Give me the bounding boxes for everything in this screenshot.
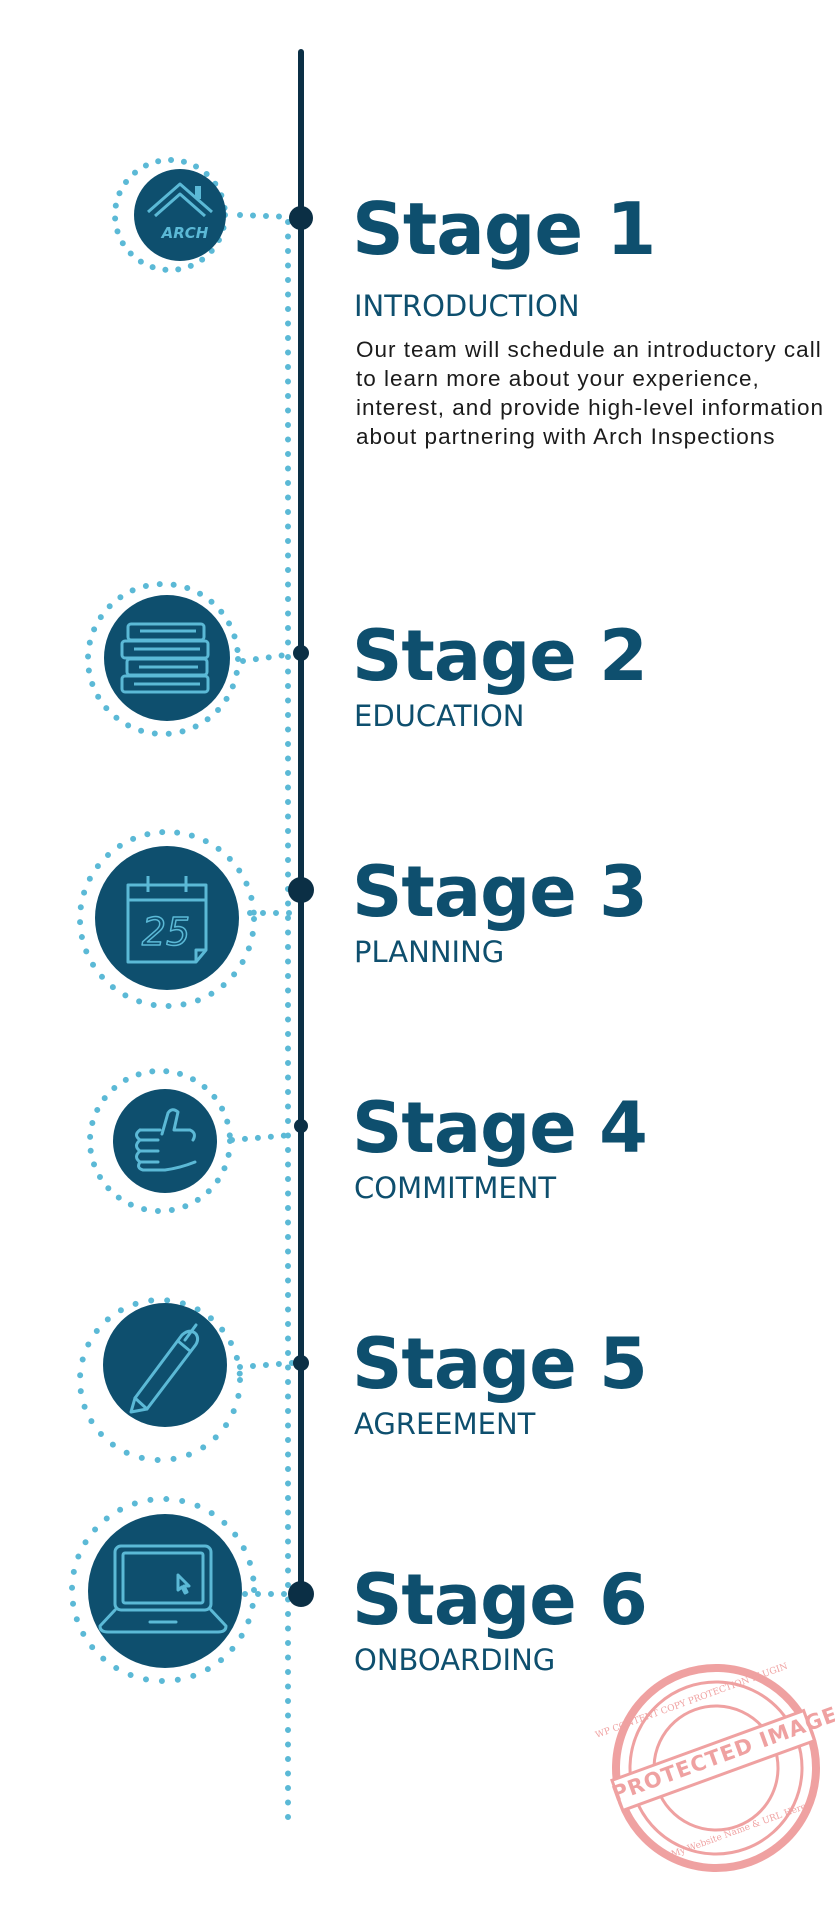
timeline-marker — [294, 1119, 308, 1133]
connector-dots — [237, 212, 295, 220]
icon-circle — [113, 1089, 217, 1193]
icon-circle — [88, 1514, 242, 1668]
connector-dots — [240, 651, 295, 664]
stage-description: Our team will schedule an introductory c… — [356, 337, 824, 449]
icon-circle — [134, 169, 226, 261]
laptop-icon — [98, 1544, 228, 1634]
stage-5-node — [77, 1297, 309, 1463]
stage-6-node — [69, 1496, 314, 1684]
pen-icon — [129, 1323, 200, 1414]
calendar-icon: 25 — [126, 876, 208, 964]
dotted-ring — [85, 581, 241, 737]
timeline-marker — [293, 645, 309, 661]
stage-title: Stage 2 — [352, 615, 648, 697]
thumbs-up-icon — [135, 1108, 197, 1172]
dotted-ring — [69, 1496, 257, 1684]
icon-circle — [103, 1303, 227, 1427]
books-icon — [120, 622, 210, 694]
dotted-ring — [77, 1297, 243, 1463]
stage-title: Stage 1 — [352, 187, 656, 271]
stage-subtitle: EDUCATION — [354, 699, 525, 733]
protected-image-stamp: WP CONTENT COPY PROTECTION PLUGIN PROTEC… — [580, 1632, 835, 1904]
house-logo-icon: ARCH — [147, 182, 213, 242]
stage-title: Stage 3 — [352, 851, 648, 933]
stage-2-node — [85, 581, 309, 737]
timeline-marker — [288, 877, 314, 903]
stage-subtitle: ONBOARDING — [354, 1643, 556, 1677]
timeline-marker — [289, 206, 313, 230]
timeline-marker — [293, 1355, 309, 1371]
stage-subtitle: PLANNING — [354, 935, 505, 969]
stage-title: Stage 6 — [352, 1559, 648, 1641]
stage-4-node — [87, 1068, 308, 1214]
stage-subtitle: COMMITMENT — [354, 1171, 557, 1205]
stage-subtitle: AGREEMENT — [354, 1407, 536, 1441]
house-logo-text: ARCH — [161, 224, 209, 242]
stage-1-node: ARCH — [112, 157, 313, 273]
connector-dots — [237, 1360, 295, 1370]
dotted-ring — [77, 829, 257, 1009]
connector-dots — [229, 1132, 295, 1143]
timeline-marker — [288, 1581, 314, 1607]
stamp-rings — [610, 1664, 820, 1872]
stage-3-node: 25 — [77, 829, 314, 1009]
stage-title: Stage 5 — [352, 1323, 648, 1405]
calendar-day-text: 25 — [142, 910, 190, 954]
stage-title: Stage 4 — [352, 1087, 648, 1169]
stage-subtitle: INTRODUCTION — [354, 289, 580, 323]
